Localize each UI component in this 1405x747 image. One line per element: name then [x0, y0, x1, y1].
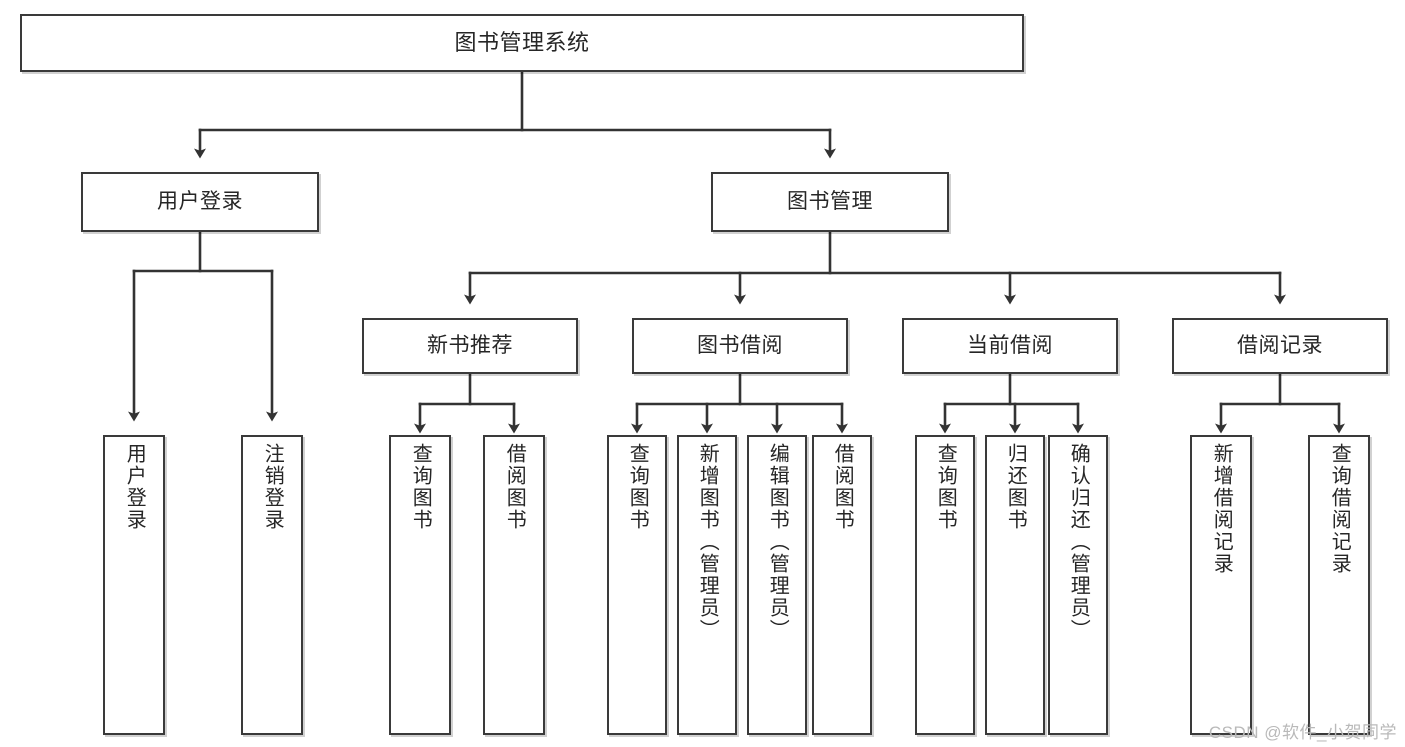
csdn-watermark: CSDN @软件_小贺同学 — [1208, 723, 1397, 742]
node-leaf-user-login-label: 用户登录 — [123, 443, 146, 531]
node-leaf-confirm-return-label: 确认归还（管理员） — [1067, 443, 1090, 641]
node-book-borrow[interactable]: 图书借阅 — [632, 318, 848, 374]
node-user-login[interactable]: 用户登录 — [81, 172, 319, 232]
node-leaf-borrow-book-1-label: 借阅图书 — [503, 443, 526, 531]
node-leaf-query-book-3-label: 查询图书 — [934, 443, 957, 531]
node-leaf-logout-label: 注销登录 — [261, 443, 284, 531]
node-new-book-recommend[interactable]: 新书推荐 — [362, 318, 578, 374]
node-leaf-user-login[interactable]: 用户登录 — [103, 435, 165, 735]
node-leaf-edit-book[interactable]: 编辑图书（管理员） — [747, 435, 807, 735]
node-leaf-logout[interactable]: 注销登录 — [241, 435, 303, 735]
node-leaf-query-book-2[interactable]: 查询图书 — [607, 435, 667, 735]
node-borrow-record[interactable]: 借阅记录 — [1172, 318, 1388, 374]
node-leaf-borrow-book-2[interactable]: 借阅图书 — [812, 435, 872, 735]
node-current-borrow[interactable]: 当前借阅 — [902, 318, 1118, 374]
node-current-borrow-label: 当前借阅 — [967, 333, 1053, 357]
node-leaf-query-book-3[interactable]: 查询图书 — [915, 435, 975, 735]
node-leaf-query-book-1[interactable]: 查询图书 — [389, 435, 451, 735]
node-leaf-query-book-2-label: 查询图书 — [626, 443, 649, 531]
node-leaf-add-record-label: 新增借阅记录 — [1210, 443, 1233, 575]
node-leaf-borrow-book-2-label: 借阅图书 — [831, 443, 854, 531]
node-leaf-return-book[interactable]: 归还图书 — [985, 435, 1045, 735]
node-book-borrow-label: 图书借阅 — [697, 333, 783, 357]
node-root[interactable]: 图书管理系统 — [20, 14, 1024, 72]
node-leaf-borrow-book-1[interactable]: 借阅图书 — [483, 435, 545, 735]
node-root-label: 图书管理系统 — [454, 30, 590, 56]
node-user-login-label: 用户登录 — [157, 189, 243, 213]
node-borrow-record-label: 借阅记录 — [1237, 333, 1323, 357]
node-leaf-add-book-label: 新增图书（管理员） — [696, 443, 719, 641]
node-leaf-query-record[interactable]: 查询借阅记录 — [1308, 435, 1370, 735]
node-leaf-add-book[interactable]: 新增图书（管理员） — [677, 435, 737, 735]
node-leaf-edit-book-label: 编辑图书（管理员） — [766, 443, 789, 641]
node-book-manage[interactable]: 图书管理 — [711, 172, 949, 232]
node-book-manage-label: 图书管理 — [787, 189, 873, 213]
node-leaf-confirm-return[interactable]: 确认归还（管理员） — [1048, 435, 1108, 735]
node-leaf-return-book-label: 归还图书 — [1004, 443, 1027, 531]
node-new-book-recommend-label: 新书推荐 — [427, 333, 513, 357]
node-leaf-add-record[interactable]: 新增借阅记录 — [1190, 435, 1252, 735]
node-leaf-query-record-label: 查询借阅记录 — [1328, 443, 1351, 575]
node-leaf-query-book-1-label: 查询图书 — [409, 443, 432, 531]
